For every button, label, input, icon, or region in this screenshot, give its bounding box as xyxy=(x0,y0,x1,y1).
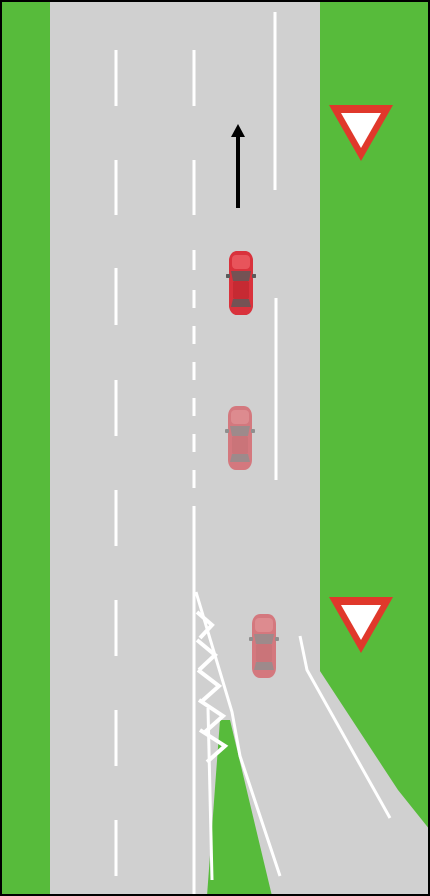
car-icon xyxy=(225,406,255,470)
car-icon xyxy=(249,614,279,678)
car-icon xyxy=(226,251,256,315)
